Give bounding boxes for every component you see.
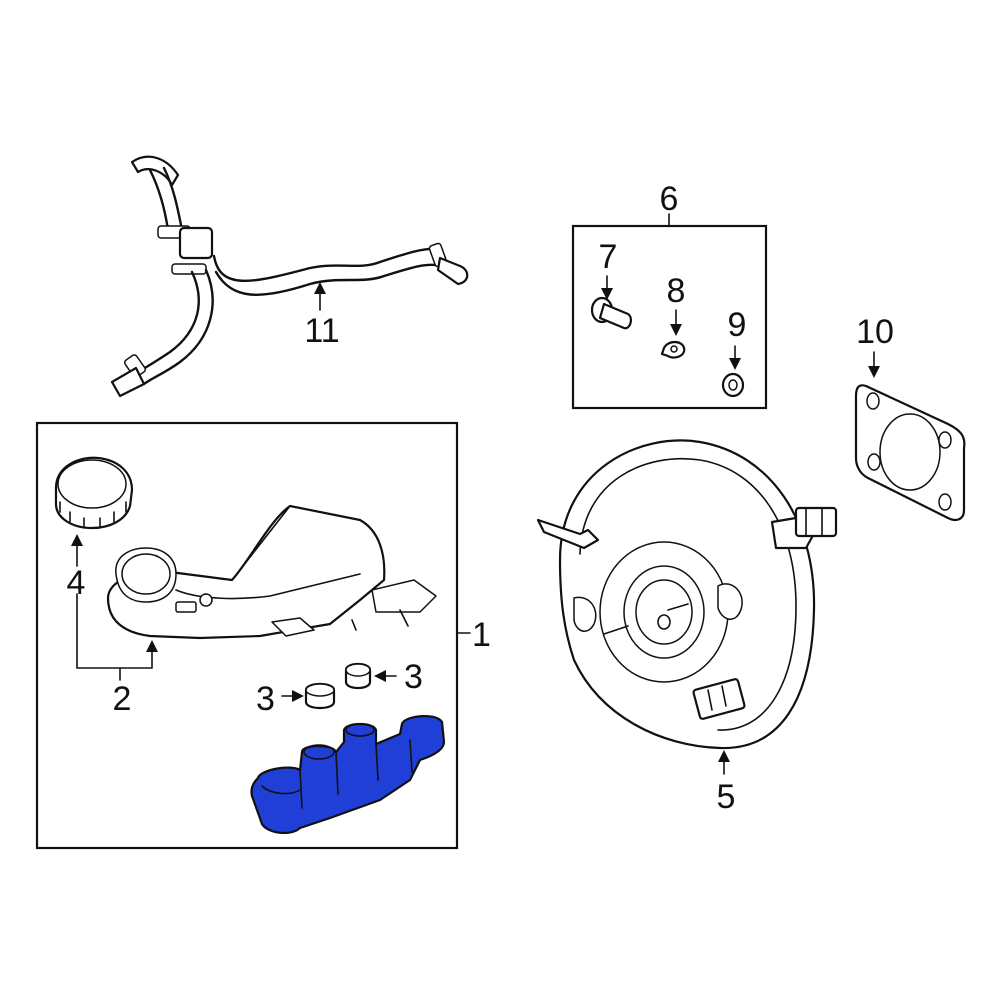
- booster-gasket[interactable]: [854, 384, 966, 521]
- master-cylinder[interactable]: [250, 715, 446, 834]
- svg-text:2: 2: [113, 680, 132, 718]
- svg-text:3: 3: [256, 680, 275, 718]
- brake-booster[interactable]: [536, 439, 838, 750]
- brake-fluid-reservoir[interactable]: [106, 504, 437, 640]
- reservoir-grommet-upper[interactable]: [344, 662, 372, 690]
- svg-text:10: 10: [856, 313, 894, 351]
- svg-text:5: 5: [717, 778, 736, 816]
- callout-11: 11: [304, 282, 340, 350]
- callout-4: 4: [67, 534, 86, 602]
- master-cylinder-group-box: [35, 421, 471, 850]
- svg-text:4: 4: [67, 564, 86, 602]
- svg-text:8: 8: [667, 272, 686, 310]
- callout-7: 7: [599, 238, 618, 300]
- svg-text:11: 11: [304, 312, 339, 350]
- reservoir-grommet-lower[interactable]: [304, 682, 336, 710]
- vacuum-hose[interactable]: [110, 155, 469, 398]
- callout-1: 1: [472, 616, 491, 654]
- washer[interactable]: [721, 372, 745, 398]
- callout-9: 9: [728, 306, 747, 370]
- callout-6: 6: [660, 180, 679, 218]
- callout-8: 8: [667, 272, 686, 336]
- hardware-kit-box: [571, 213, 768, 410]
- callout-2: 2: [76, 593, 158, 718]
- master-cylinder-port-rear: [345, 723, 375, 737]
- svg-text:7: 7: [599, 238, 618, 276]
- callout-5: 5: [717, 750, 736, 816]
- callout-10: 10: [856, 313, 894, 378]
- svg-text:3: 3: [404, 658, 423, 696]
- callout-3-lower: 3: [256, 680, 304, 718]
- clip[interactable]: [660, 340, 686, 359]
- reservoir-cap[interactable]: [54, 456, 134, 530]
- master-cylinder-port-front: [303, 744, 335, 760]
- callout-3-upper: 3: [374, 658, 423, 696]
- clevis-pin[interactable]: [590, 296, 633, 330]
- svg-text:9: 9: [728, 306, 747, 344]
